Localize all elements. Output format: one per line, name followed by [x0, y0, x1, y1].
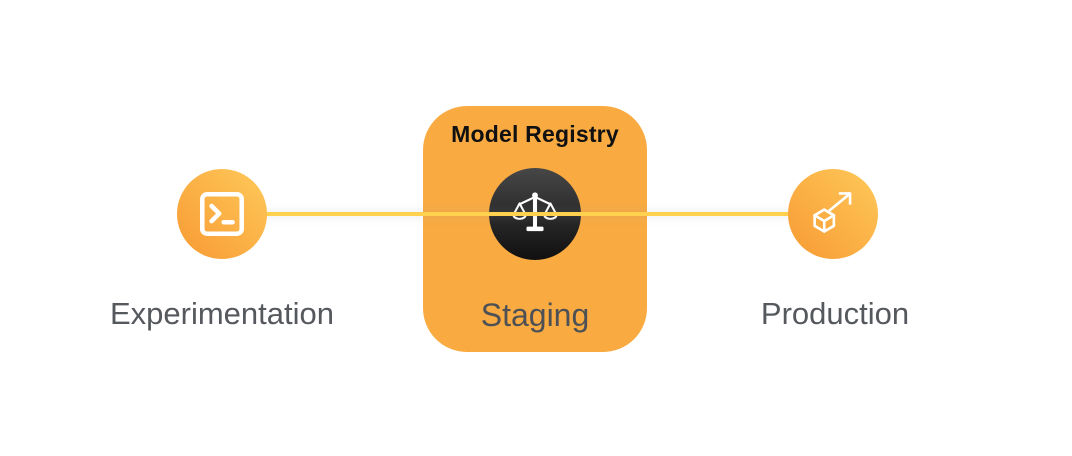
stage-label-production: Production	[760, 296, 910, 331]
production-node	[788, 169, 878, 259]
experimentation-node	[177, 169, 267, 259]
terminal-icon	[196, 188, 248, 240]
model-registry-title: Model Registry	[451, 121, 619, 147]
stage-label-staging: Staging	[480, 297, 590, 333]
model-registry-card: Model Registry Staging	[423, 106, 647, 352]
deploy-cube-icon	[805, 186, 861, 242]
stage-label-experimentation: Experimentation	[109, 296, 334, 331]
pipeline-connector-line	[222, 212, 834, 216]
